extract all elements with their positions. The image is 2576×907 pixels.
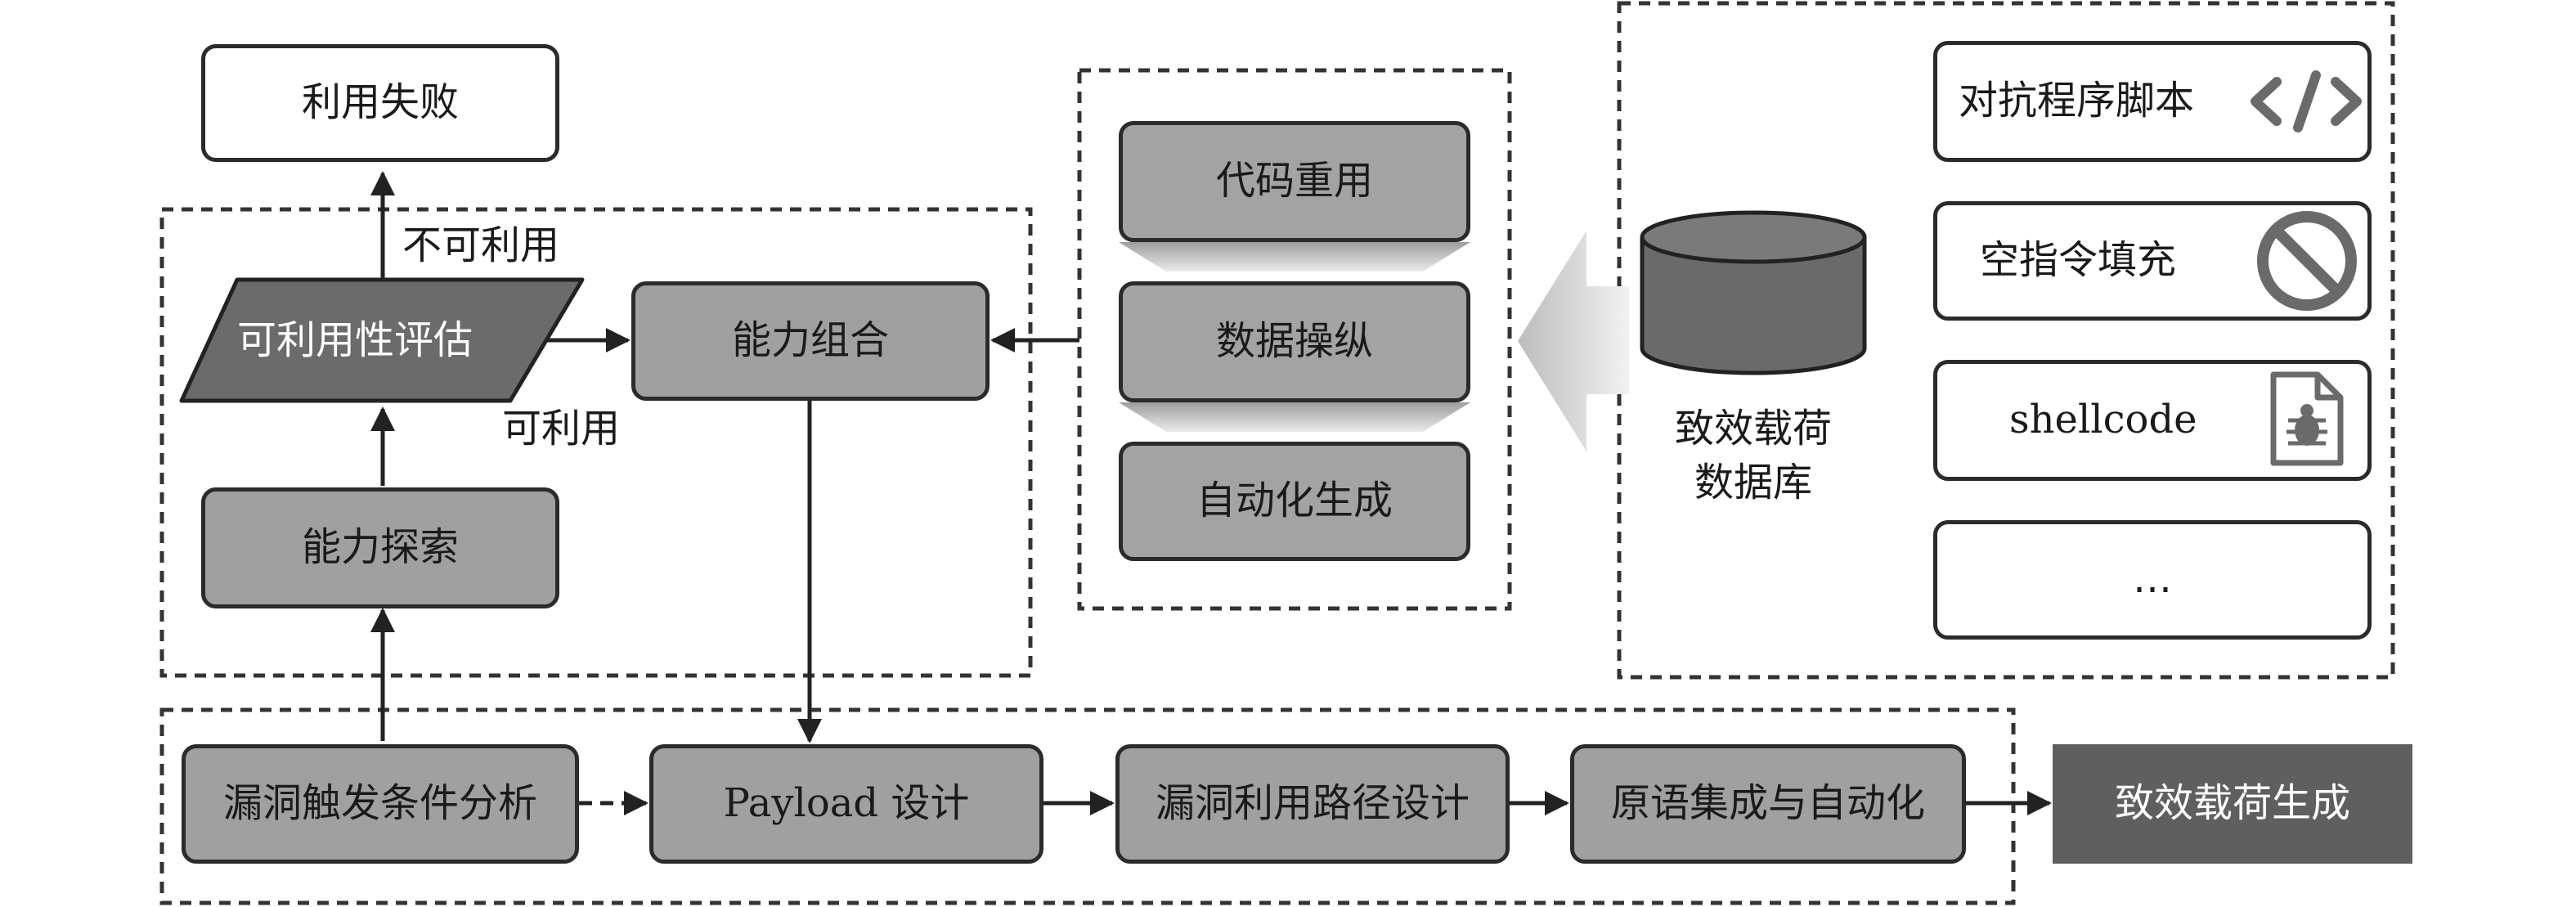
code-reuse-label: 代码重用 [1215,158,1373,204]
payload-design-label: Payload 设计 [723,780,970,827]
exploitability-assessment-label: 可利用性评估 [237,317,473,363]
capability-exploration-label: 能力探索 [301,524,459,571]
flow-chevron [1119,242,1470,272]
bug-file-icon [2270,371,2344,466]
database-flow-arrow [1518,231,1629,451]
code-icon [2251,70,2362,132]
trigger-analysis-node: 漏洞触发条件分析 [182,744,579,864]
payload-generation-label: 致效载荷生成 [2114,780,2350,827]
data-manipulation-label: 数据操纵 [1215,318,1373,365]
database-item-label: … [2133,556,2172,603]
edge-label-not-exploitable: 不可利用 [402,222,560,268]
exploitability-assessment-shape [179,277,585,403]
assessment-group-frame [159,207,1033,678]
database-item-label: 对抗程序脚本 [1959,78,2195,124]
database-item-label: 空指令填充 [1980,237,2177,284]
automated-generation-node: 自动化生成 [1119,442,1470,561]
exploit-fail-label: 利用失败 [301,79,459,126]
database-cylinder-icon [1640,210,1867,375]
database-item-more: … [1933,520,2372,640]
exploit-path-design-node: 漏洞利用路径设计 [1115,744,1510,864]
prohibited-icon [2257,211,2357,311]
exploit-fail-node: 利用失败 [201,44,559,162]
automated-generation-label: 自动化生成 [1196,478,1393,524]
data-manipulation-node: 数据操纵 [1119,281,1470,402]
capability-combination-node: 能力组合 [631,281,990,401]
primitive-integration-node: 原语集成与自动化 [1570,744,1966,864]
code-reuse-node: 代码重用 [1119,121,1470,242]
capability-exploration-node: 能力探索 [201,487,559,608]
capability-combination-label: 能力组合 [731,317,889,364]
trigger-analysis-label: 漏洞触发条件分析 [222,780,537,827]
database-label-line2: 数据库 [1694,460,1813,505]
payload-design-node: Payload 设计 [649,744,1043,864]
primitive-integration-label: 原语集成与自动化 [1610,780,1925,827]
database-item-adversarial-script: 对抗程序脚本 [1933,41,2372,162]
pipeline-group-frame [159,707,2016,905]
database-item-label: shellcode [2009,397,2197,443]
exploit-path-design-label: 漏洞利用路径设计 [1155,780,1470,827]
payload-generation-node: 致效载荷生成 [2053,744,2412,864]
database-label-line1: 致效载荷 [1675,406,1833,451]
flow-chevron [1119,402,1470,432]
edge-label-exploitable: 可利用 [502,406,621,451]
exploit-technique-group-frame [1077,68,1512,611]
